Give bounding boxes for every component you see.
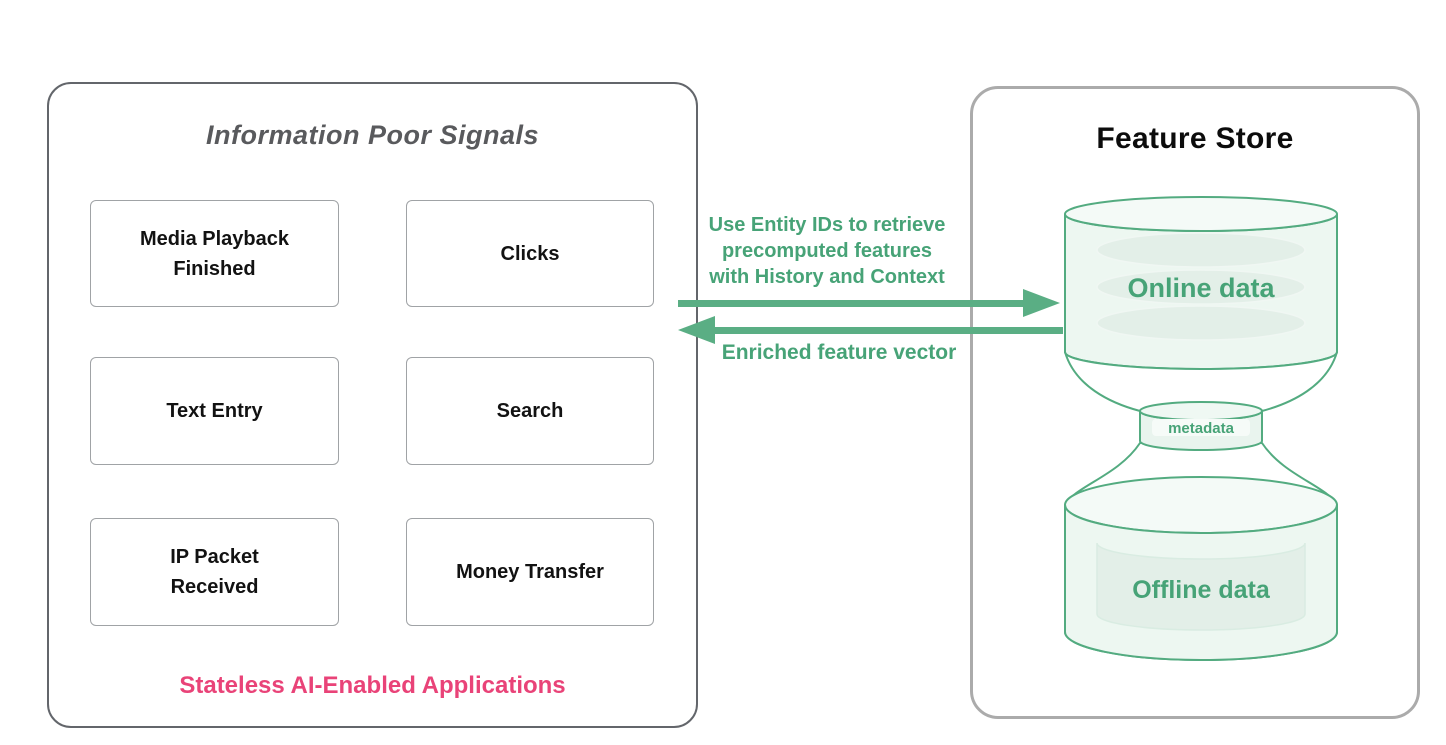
online-data-disk-2 <box>1096 269 1306 305</box>
feature-store-hourglass-icon: Online data Offline data metadata <box>1064 196 1338 661</box>
signal-label: Money Transfer <box>456 561 604 583</box>
online-cylinder-top-rim <box>1064 196 1338 232</box>
metadata-cylinder-top-rim <box>1139 401 1263 421</box>
request-caption-line-2: precomputed features <box>721 240 933 262</box>
offline-data-disk <box>1096 542 1306 631</box>
request-caption-line-1: Use Entity IDs to retrieve <box>708 214 946 236</box>
feature-store-panel: Feature Store Online data Offline data m… <box>970 86 1420 719</box>
information-poor-signals-panel: Information Poor Signals Media Playback … <box>47 82 698 728</box>
offline-data-label: Offline data <box>1132 576 1271 604</box>
signal-label: IP Packet Received <box>170 546 259 598</box>
response-arrow-head-icon <box>678 316 715 344</box>
request-arrow-head-icon <box>1023 289 1060 317</box>
online-data-disk-1 <box>1096 232 1306 268</box>
response-arrow-shaft <box>714 327 1063 334</box>
signal-label: Search <box>496 400 564 422</box>
signal-box-ip-packet-received: IP Packet Received <box>90 518 339 626</box>
left-panel-title: Information Poor Signals <box>205 120 540 150</box>
request-arrow-caption: Use Entity IDs to retrieve precomputed f… <box>676 212 978 290</box>
signal-label: Media Playback Finished <box>140 227 289 280</box>
signal-label: Clicks <box>500 242 560 265</box>
request-arrow-shaft <box>678 300 1024 307</box>
metadata-label-band <box>1152 419 1250 436</box>
online-data-disk-3 <box>1096 305 1306 341</box>
signal-box-money-transfer: Money Transfer <box>406 518 654 626</box>
signal-box-text-entry: Text Entry <box>90 357 339 465</box>
feature-store-title: Feature Store <box>1096 122 1294 155</box>
stateless-applications-caption: Stateless AI-Enabled Applications <box>179 672 566 699</box>
request-caption-line-3: with History and Context <box>709 266 945 288</box>
response-arrow-caption: Enriched feature vector <box>721 341 957 364</box>
signal-box-clicks: Clicks <box>406 200 654 307</box>
signal-box-media-playback-finished: Media Playback Finished <box>90 200 339 307</box>
signal-label: Text Entry <box>166 400 263 422</box>
metadata-label: metadata <box>1168 420 1235 437</box>
signal-box-search: Search <box>406 357 654 465</box>
online-data-label: Online data <box>1127 273 1275 303</box>
